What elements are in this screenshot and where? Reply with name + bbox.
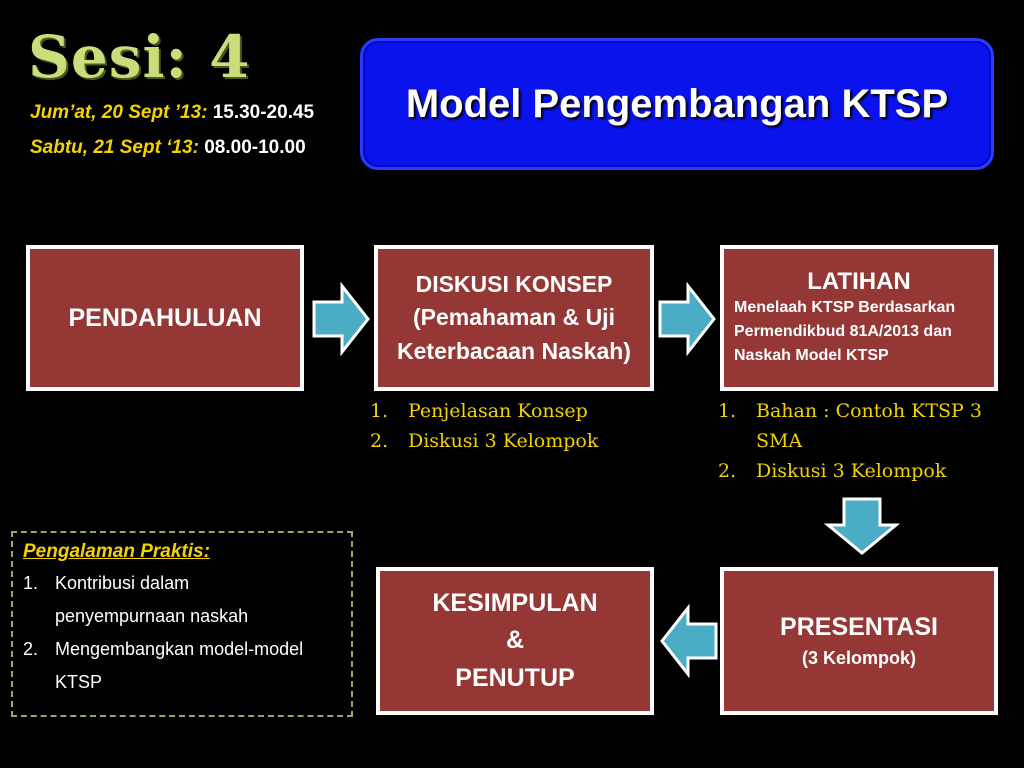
step-latihan: LATIHAN Menelaah KTSP Berdasarkan Permen… — [720, 245, 998, 391]
list-item: 1.Bahan : Contoh KTSP 3 SMA — [718, 400, 982, 452]
presentasi-title: PRESENTASI — [780, 613, 938, 641]
schedule-day-1: Jum’at, 20 Sept ’13: — [30, 102, 208, 123]
presentasi-subtitle: (3 Kelompok) — [801, 648, 916, 668]
latihan-list: 1.Bahan : Contoh KTSP 3 SMA 2.Diskusi 3 … — [718, 396, 1013, 486]
schedule-day-2: Sabtu, 21 Sept ‘13: — [30, 137, 199, 158]
diskusi-list: 1.Penjelasan Konsep 2.Diskusi 3 Kelompok — [370, 396, 598, 456]
step-diskusi-konsep: DISKUSI KONSEP (Pemahaman & Uji Keterbac… — [374, 245, 654, 391]
session-title: Sesi: 4 — [28, 23, 251, 91]
step-pendahuluan-label: PENDAHULUAN — [68, 303, 262, 332]
kesimpulan-line-1: KESIMPULAN — [432, 588, 598, 617]
arrow-down-icon — [823, 497, 901, 555]
kesimpulan-line-3: PENUTUP — [455, 663, 575, 692]
arrow-right-icon — [658, 281, 716, 357]
step-kesimpulan: KESIMPULAN & PENUTUP — [376, 567, 654, 715]
latihan-line-3: Naskah Model KTSP — [734, 347, 889, 364]
diskusi-line-1: DISKUSI KONSEP — [415, 270, 613, 297]
schedule-line-1: Jum’at, 20 Sept ’13: 15.30-20.45 — [30, 103, 314, 122]
latihan-description: Menelaah KTSP Berdasarkan Permendikbud 8… — [724, 296, 994, 368]
arrow-right-icon — [312, 281, 370, 357]
list-item: 2.Diskusi 3 Kelompok — [370, 430, 599, 452]
step-presentasi: PRESENTASI (3 Kelompok) — [720, 567, 998, 715]
pengalaman-title: Pengalaman Praktis: — [23, 541, 210, 562]
list-item: 2.Diskusi 3 Kelompok — [718, 460, 947, 482]
arrow-left-icon — [660, 603, 718, 679]
step-pendahuluan: PENDAHULUAN — [26, 245, 304, 391]
latihan-title: LATIHAN — [807, 268, 911, 295]
schedule-time-1: 15.30-20.45 — [212, 102, 315, 123]
page-title: Model Pengembangan KTSP — [405, 81, 949, 126]
diskusi-line-3: Keterbacaan Naskah) — [397, 337, 631, 364]
schedule-time-2: 08.00-10.00 — [204, 137, 306, 158]
latihan-line-2: Permendikbud 81A/2013 dan — [734, 323, 952, 340]
title-banner: Model Pengembangan KTSP — [360, 38, 994, 170]
schedule-line-2: Sabtu, 21 Sept ‘13: 08.00-10.00 — [30, 138, 306, 157]
kesimpulan-line-2: & — [505, 626, 525, 655]
diskusi-line-2: (Pemahaman & Uji — [413, 304, 615, 331]
list-item: 1.Penjelasan Konsep — [370, 400, 588, 422]
latihan-line-1: Menelaah KTSP Berdasarkan — [734, 299, 956, 316]
